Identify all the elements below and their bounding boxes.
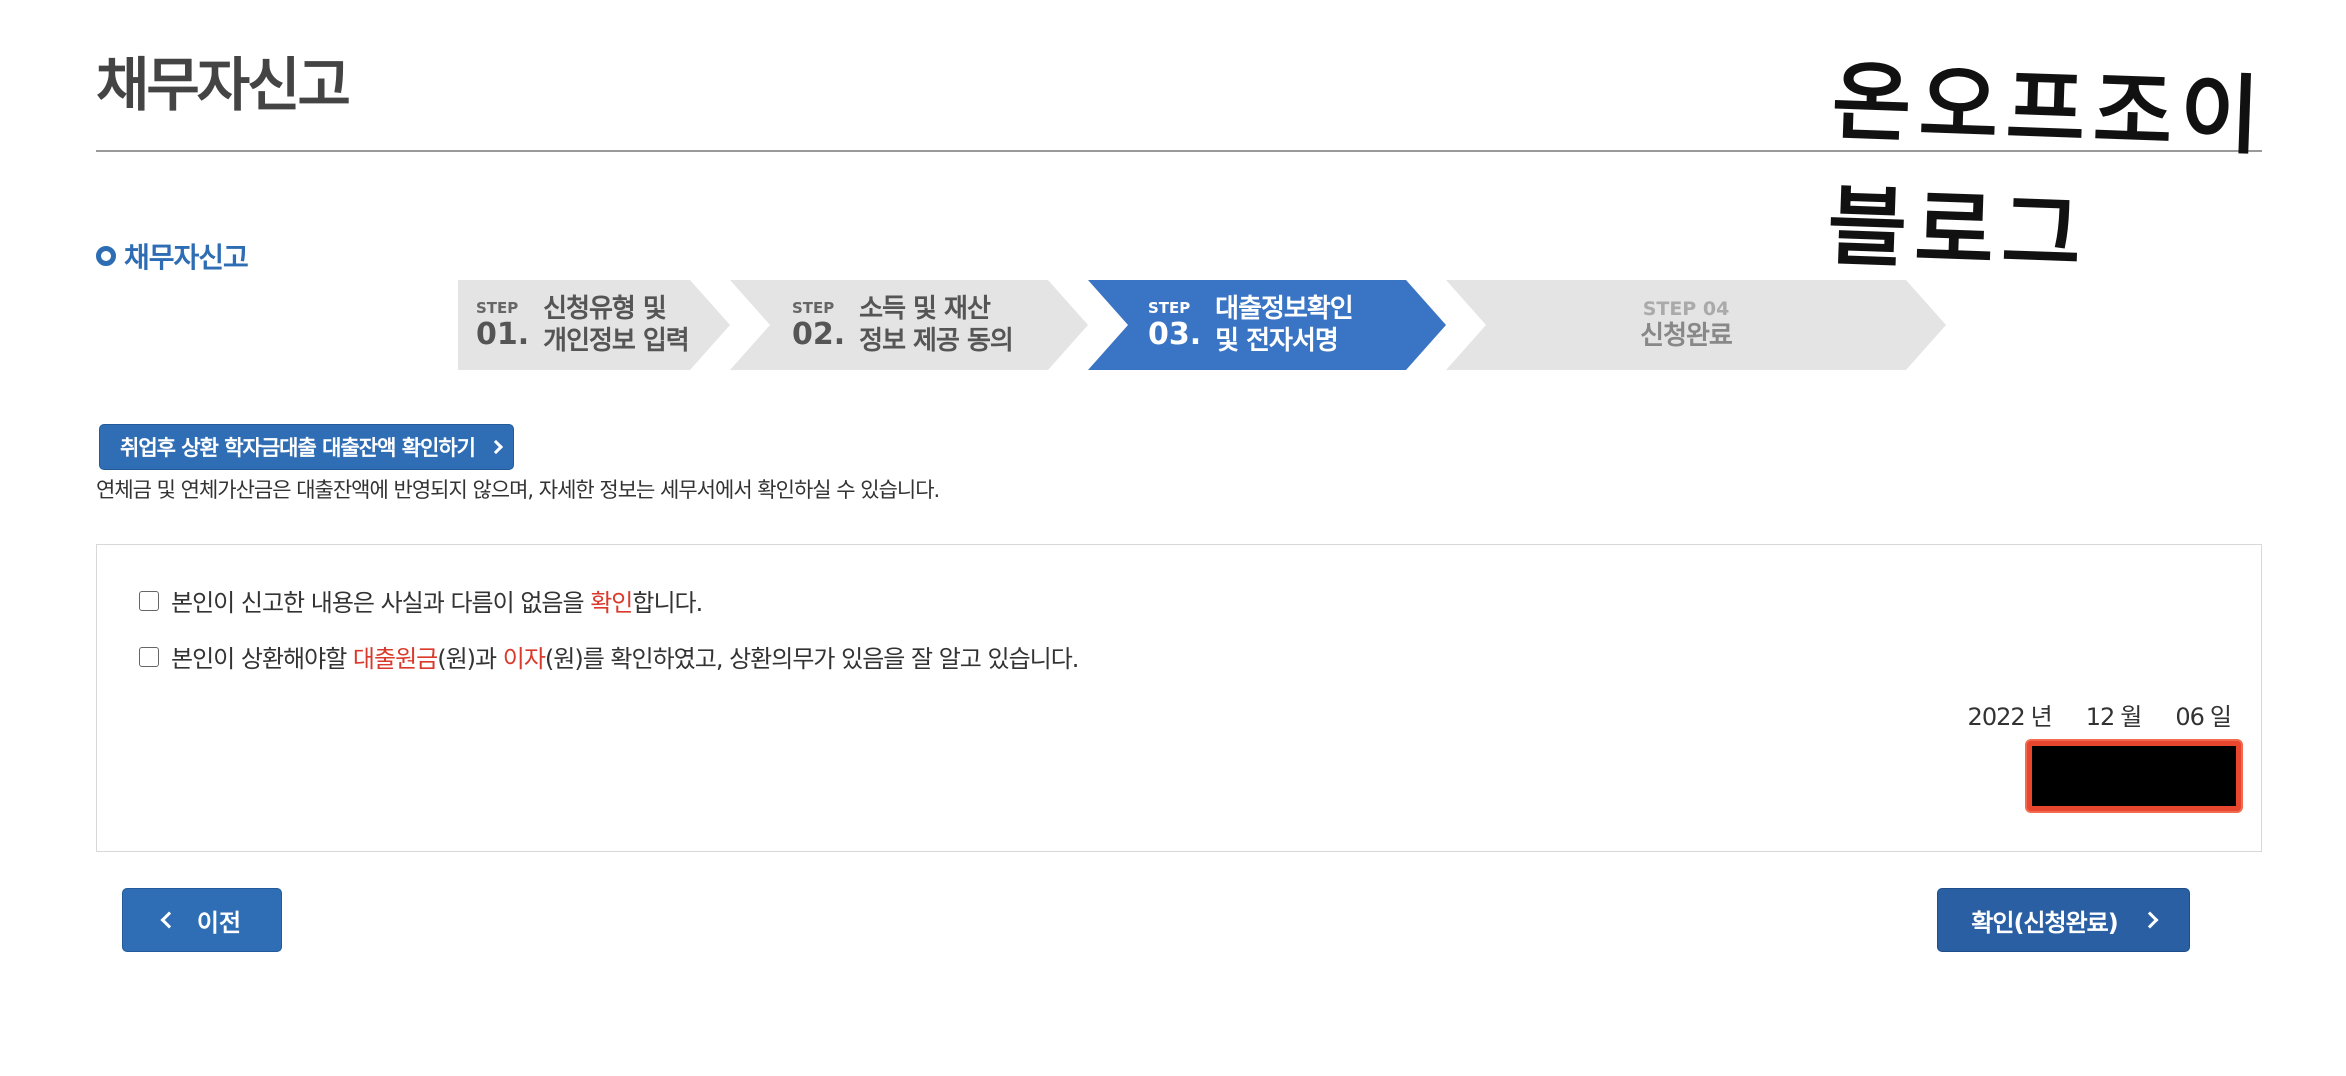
- step-01-line1: 신청유형 및: [543, 294, 667, 324]
- step-03-num: 03.: [1148, 316, 1202, 352]
- date-year: 2022: [1967, 703, 2026, 731]
- step-03-tag: STEP: [1148, 298, 1191, 317]
- date-day-unit: 일: [2209, 703, 2232, 731]
- step-02-arrow-shape: [730, 280, 1088, 370]
- step-02-tag: STEP: [792, 298, 835, 317]
- submit-button[interactable]: 확인(신청완료): [1937, 888, 2190, 952]
- step-02-num: 02.: [792, 316, 846, 352]
- date-month: 12: [2085, 703, 2116, 731]
- prev-button-label: 이전: [196, 908, 242, 937]
- step-03-line2: 및 전자서명: [1215, 326, 1339, 356]
- watermark: 온오프조이 블로그: [1825, 51, 2270, 287]
- step-04-tag: STEP 04: [1642, 298, 1730, 320]
- step-01: STEP 01. 신청유형 및 개인정보 입력: [458, 280, 730, 370]
- chevron-left-icon: [160, 911, 178, 929]
- confirm-truthful-checkbox[interactable]: [139, 590, 159, 611]
- notice-text: 연체금 및 연체가산금은 대출잔액에 반영되지 않으며, 자세한 정보는 세무서…: [96, 478, 940, 502]
- loan-balance-button-label: 취업후 상환 학자금대출 대출잔액 확인하기: [120, 436, 476, 460]
- title-divider: [96, 150, 2262, 152]
- step-02-line2: 정보 제공 동의: [859, 326, 1014, 356]
- step-03-line1: 대출정보확인: [1215, 294, 1354, 324]
- date-month-unit: 월: [2120, 703, 2142, 731]
- section-heading-text: 채무자신고: [124, 241, 249, 274]
- page-title: 채무자신고: [96, 51, 351, 119]
- step-01-num: 01.: [476, 316, 530, 352]
- prev-button[interactable]: 이전: [122, 888, 282, 952]
- date-year-unit: 년: [2030, 703, 2053, 731]
- chevron-right-icon: [488, 439, 504, 455]
- confirm-row-truthful: 본인이 신고한 내용은 사실과 다름이 없음을 확인합니다.: [139, 583, 703, 618]
- step-04-arrow-shape: [1446, 280, 1946, 370]
- confirm-repayment-label: 본인이 상환해야할 대출원금(원)과 이자(원)를 확인하였고, 상환의무가 있…: [171, 645, 1079, 673]
- signature-date: 2022 년 12 월 06 일: [1967, 697, 2232, 732]
- date-day: 06: [2175, 703, 2205, 731]
- confirm-repayment-checkbox[interactable]: [139, 646, 159, 667]
- section-heading: 채무자신고: [96, 236, 249, 276]
- step-03-arrow-shape: [1088, 280, 1446, 370]
- step-indicator: STEP 01. 신청유형 및 개인정보 입력 STEP 02. 소득 및 재산…: [458, 280, 1958, 370]
- loan-balance-button[interactable]: 취업후 상환 학자금대출 대출잔액 확인하기: [99, 424, 514, 470]
- confirm-truthful-label: 본인이 신고한 내용은 사실과 다름이 없음을 확인합니다.: [171, 589, 703, 617]
- confirm-row-repayment: 본인이 상환해야할 대출원금(원)과 이자(원)를 확인하였고, 상환의무가 있…: [139, 639, 1079, 674]
- step-04: STEP 04 신청완료: [1446, 280, 1946, 370]
- step-01-tag: STEP: [476, 298, 519, 317]
- signature-box-redacted[interactable]: [2027, 741, 2241, 811]
- step-02: STEP 02. 소득 및 재산 정보 제공 동의: [730, 280, 1088, 370]
- ring-icon: [96, 246, 116, 266]
- step-01-arrow-shape: [458, 280, 730, 370]
- submit-button-label: 확인(신청완료): [1971, 908, 2118, 937]
- step-02-line1: 소득 및 재산: [859, 294, 991, 324]
- step-03: STEP 03. 대출정보확인 및 전자서명: [1088, 280, 1446, 370]
- confirmation-box: 본인이 신고한 내용은 사실과 다름이 없음을 확인합니다. 본인이 상환해야할…: [96, 544, 2262, 852]
- step-04-label: 신청완료: [1640, 321, 1733, 351]
- step-01-line2: 개인정보 입력: [543, 326, 690, 356]
- chevron-right-icon: [2141, 911, 2159, 929]
